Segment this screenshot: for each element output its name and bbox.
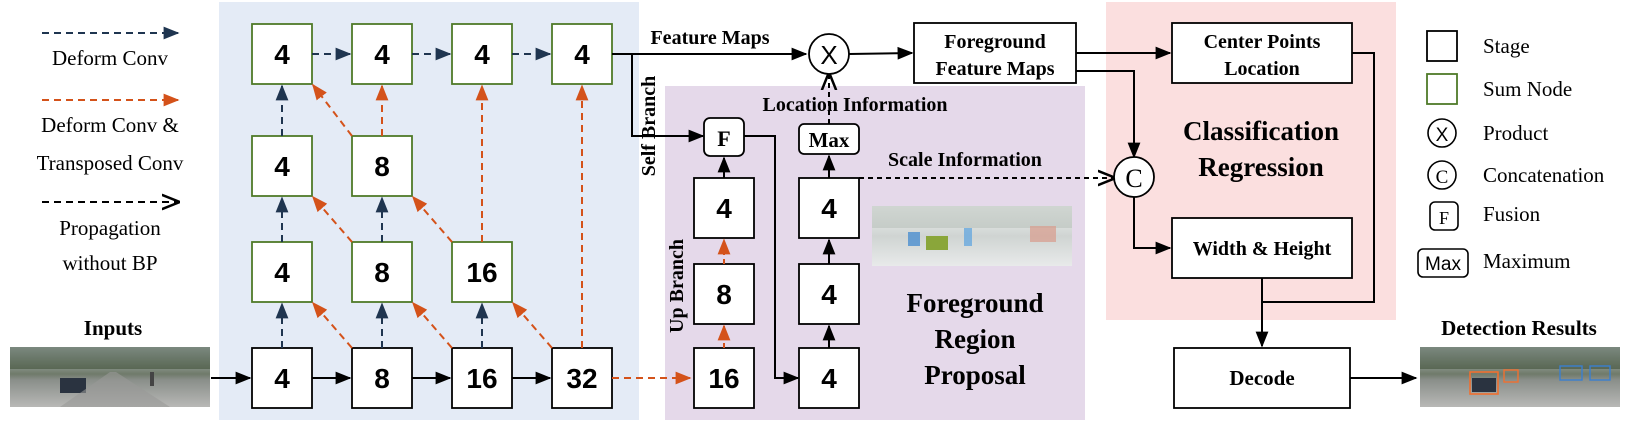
sum-node-label: 8	[374, 151, 390, 182]
legend-fusion-text: Fusion	[1483, 202, 1541, 226]
detection-results-label: Detection Results	[1441, 316, 1597, 340]
up-branch-label: Up Branch	[666, 239, 688, 333]
product-symbol: X	[820, 40, 837, 70]
self-branch-box-label: 4	[821, 279, 837, 310]
detection-results-image	[1420, 347, 1620, 407]
scale-information-label: Scale Information	[888, 149, 1042, 171]
up-branch-box-8-label: 8	[716, 279, 732, 310]
sum-node-label: 16	[466, 257, 497, 288]
legend-concatenation-icon	[1427, 160, 1457, 190]
legend-max-symbol: Max	[1425, 254, 1461, 275]
stage-box-32	[551, 347, 613, 409]
foreground-mask-image	[872, 206, 1072, 266]
legend-stage-swatch	[1426, 30, 1458, 62]
legend-concatenation-text: Concatenation	[1483, 163, 1605, 187]
fg-to-concat-arrow	[1076, 70, 1141, 159]
location-information-label: Location Information	[763, 94, 948, 116]
self-branch-arrow	[631, 54, 705, 143]
sum-node-top	[451, 23, 513, 85]
sum-node-top-label: 4	[374, 39, 390, 70]
legend-sum-node-text: Sum Node	[1483, 77, 1572, 101]
center-to-decode-line	[1262, 52, 1375, 303]
legend-product-text: Product	[1483, 121, 1548, 145]
legend-deform-transposed-text-1: Deform Conv &	[41, 113, 179, 137]
stage-box-16	[451, 347, 513, 409]
classification-label: Classification	[1183, 116, 1339, 146]
max-label: Max	[809, 128, 850, 152]
sum-node-label: 4	[274, 257, 290, 288]
legend-propagation-text-2: without BP	[62, 251, 157, 275]
foreground-feature-maps-label-1: Foreground	[944, 31, 1046, 53]
center-points-label-2: Location	[1224, 58, 1300, 80]
sum-node-label: 8	[374, 257, 390, 288]
concat-to-wh-arrow	[1133, 197, 1172, 255]
up-branch-box-8	[693, 263, 755, 325]
width-height-label: Width & Height	[1193, 238, 1332, 260]
stage-box-4	[251, 347, 313, 409]
legend-deform-conv-text: Deform Conv	[52, 46, 169, 70]
legend-product-symbol: X	[1436, 125, 1449, 146]
stage-box-16-label: 16	[466, 363, 497, 394]
concat-symbol: C	[1125, 164, 1142, 193]
frp-title-2: Region	[935, 324, 1016, 354]
fusion-label: F	[717, 126, 730, 151]
product-output-arrow	[848, 46, 914, 60]
legend-maximum-text: Maximum	[1483, 249, 1571, 273]
deform-conv-arrows	[275, 47, 552, 348]
foreground-feature-maps-label-2: Feature Maps	[935, 58, 1054, 80]
frp-title-3: Proposal	[924, 360, 1026, 390]
sum-node	[251, 241, 313, 303]
legend-sum-node-swatch	[1426, 73, 1458, 105]
decode-box	[1173, 347, 1351, 409]
sum-node-label: 4	[274, 151, 290, 182]
input-image	[10, 347, 210, 407]
feature-maps-label: Feature Maps	[650, 27, 769, 49]
sum-node-top-label: 4	[574, 39, 590, 70]
up-branch-box-16-label: 16	[708, 363, 739, 394]
inputs-label: Inputs	[84, 316, 142, 340]
legend-product-icon	[1427, 118, 1457, 148]
width-height-box	[1171, 217, 1353, 279]
decode-label: Decode	[1229, 366, 1294, 390]
sum-node-top	[551, 23, 613, 85]
transposed-conv-arrows	[311, 83, 692, 385]
fusion-output-arrow	[744, 135, 800, 385]
sum-node-top-label: 4	[274, 39, 290, 70]
sum-node	[351, 135, 413, 197]
regression-label: Regression	[1198, 152, 1324, 182]
up-branch-box-16	[693, 347, 755, 409]
sum-node-top-label: 4	[474, 39, 490, 70]
stage-box-8-label: 8	[374, 363, 390, 394]
self-branch-box	[798, 263, 860, 325]
up-branch-box-4	[693, 177, 755, 239]
legend-fusion-icon	[1429, 201, 1459, 231]
sum-node-top	[251, 23, 313, 85]
sum-node	[351, 241, 413, 303]
stage-box-4-label: 4	[274, 363, 290, 394]
self-branch-box-label: 4	[821, 363, 837, 394]
legend-deform-transposed-text-2: Transposed Conv	[37, 151, 184, 175]
foreground-feature-maps-box	[913, 22, 1077, 84]
sum-node	[451, 241, 513, 303]
legend-propagation-text-1: Propagation	[59, 216, 161, 240]
center-points-label-1: Center Points	[1204, 31, 1321, 53]
legend-fusion-symbol: F	[1439, 208, 1449, 228]
legend-maximum-icon	[1417, 248, 1469, 278]
legend-stage-text: Stage	[1483, 34, 1530, 58]
legend-concat-symbol: C	[1436, 167, 1449, 188]
self-branch-box-label: 4	[821, 193, 837, 224]
stage-box-32-label: 32	[566, 363, 597, 394]
self-branch-label: Self Branch	[638, 76, 660, 177]
frp-title-1: Foreground	[906, 288, 1043, 318]
up-branch-box-4-label: 4	[716, 193, 732, 224]
